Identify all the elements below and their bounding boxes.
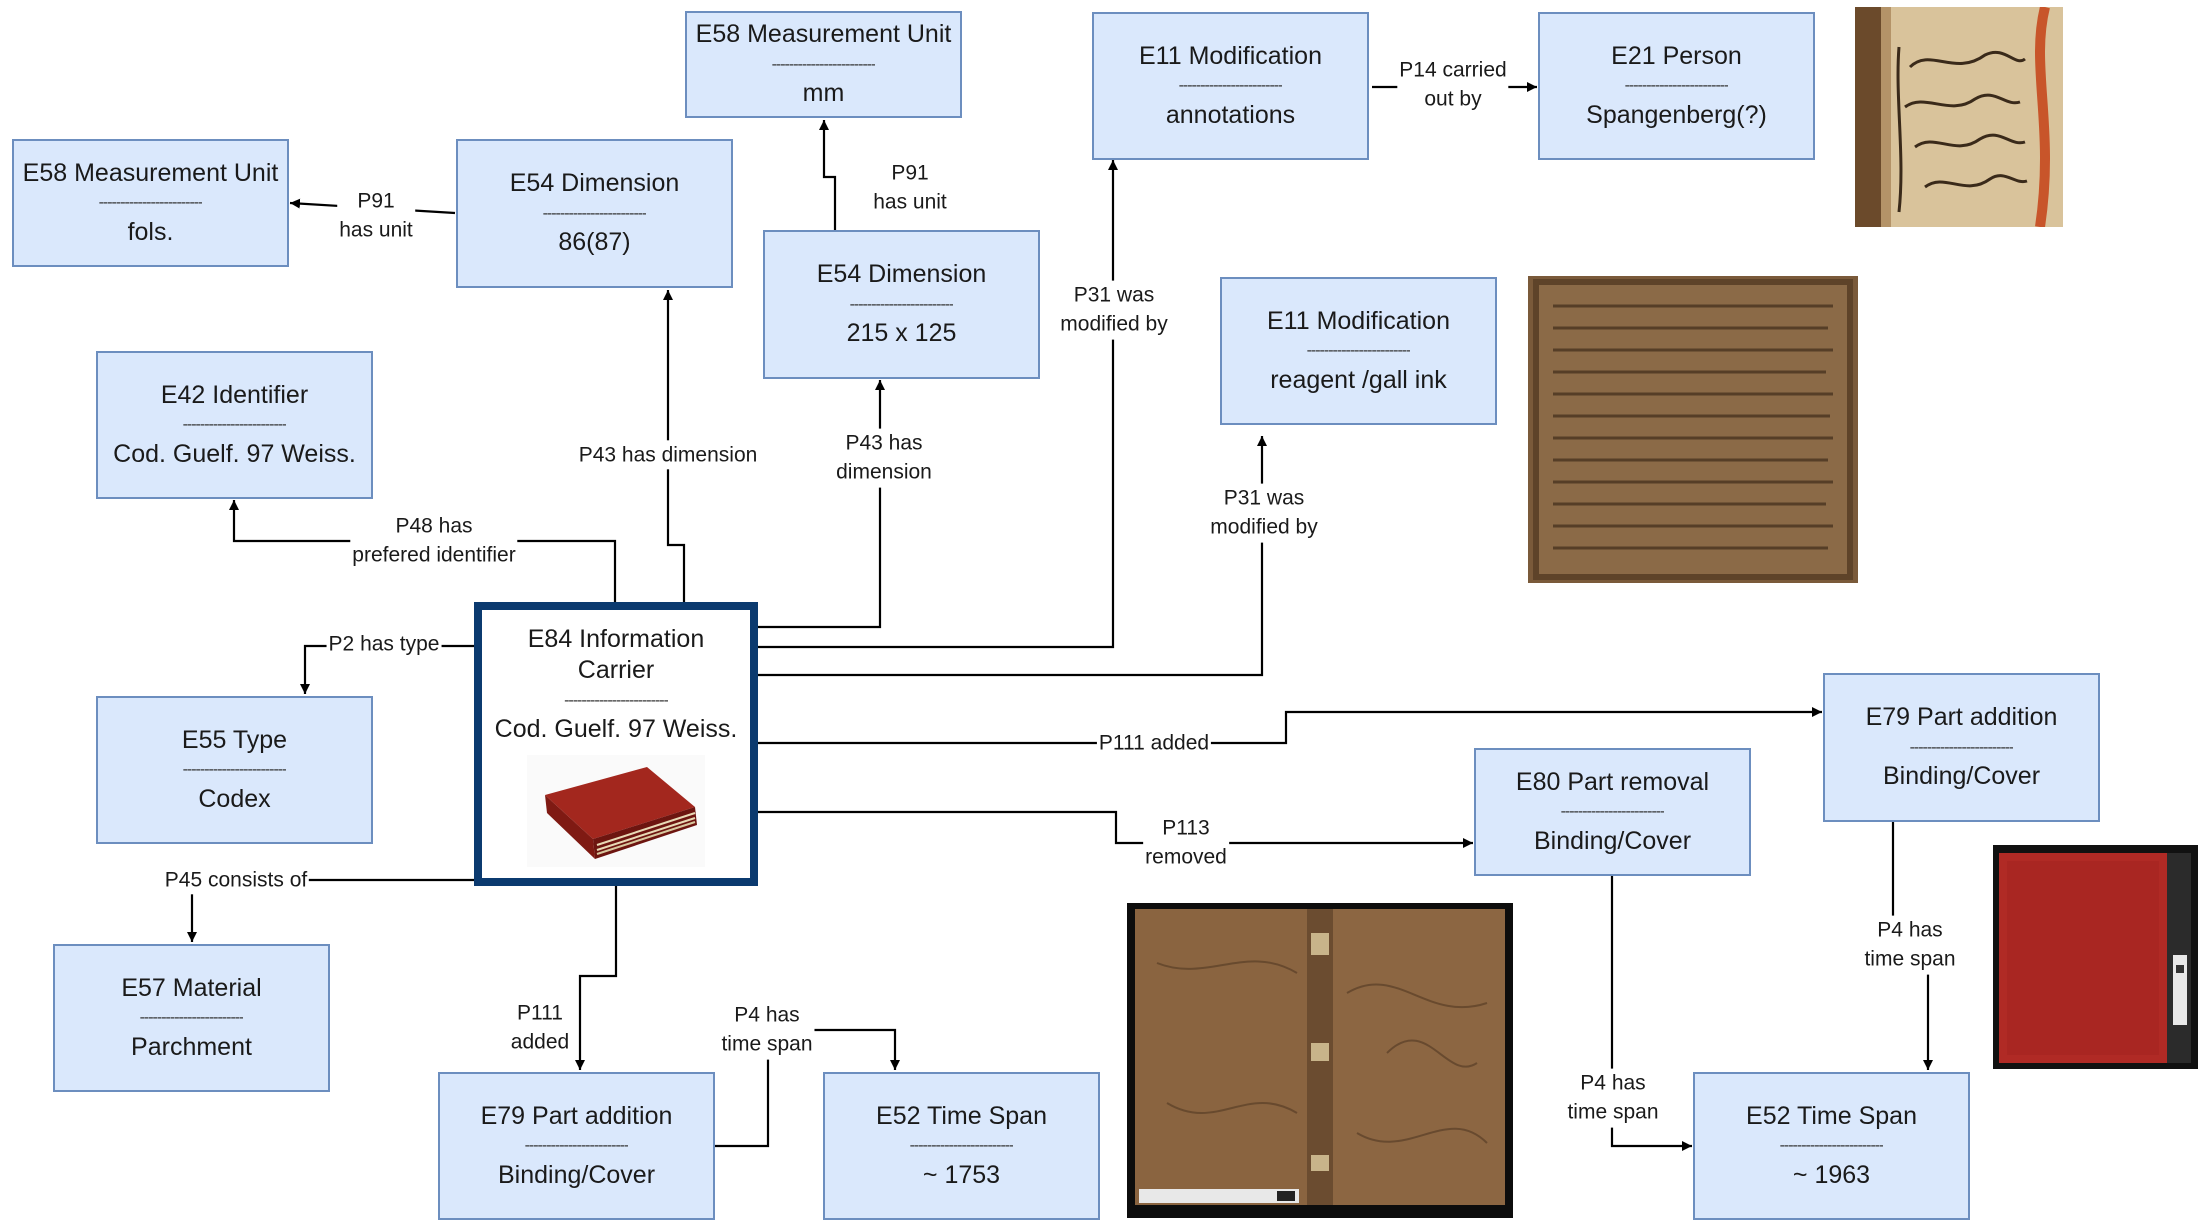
edge-label-p111-added: P111 added (1096, 728, 1212, 758)
node-value: mm (802, 79, 845, 108)
separator: ------------------------ (542, 204, 647, 222)
manuscript-page-photo (1528, 276, 1858, 583)
edge-p113 (758, 810, 1473, 848)
edge-p43-a (663, 290, 686, 602)
node-class: E52 Time Span (876, 1101, 1047, 1130)
node-part-addition-1753[interactable]: E79 Part addition ----------------------… (438, 1072, 715, 1220)
edge-label-p2: P2 has type (326, 629, 442, 659)
edge-label-p43-has-dimension: P43 has dimension (834, 428, 934, 488)
node-type-codex[interactable]: E55 Type ------------------------ Codex (96, 696, 373, 844)
node-value: ~ 1963 (1792, 1160, 1871, 1189)
separator: ------------------------ (182, 761, 287, 779)
node-value: annotations (1165, 100, 1296, 129)
node-class: E84 Information Carrier (527, 625, 705, 685)
node-class: E55 Type (181, 725, 288, 754)
edge-label-p113: P113 removed (1143, 813, 1229, 873)
node-value: 215 x 125 (846, 319, 957, 348)
separator: ------------------------ (524, 1137, 629, 1155)
separator: ------------------------ (849, 295, 954, 313)
node-value: Spangenberg(?) (1586, 100, 1767, 129)
node-material-parchment[interactable]: E57 Material ------------------------ Pa… (53, 944, 330, 1092)
codex-book-image (527, 755, 705, 868)
node-value: fols. (127, 217, 174, 246)
node-class: E57 Material (121, 973, 262, 1002)
node-information-carrier[interactable]: E84 Information Carrier ----------------… (474, 602, 758, 886)
node-measurement-unit-fols[interactable]: E58 Measurement Unit -------------------… (12, 139, 289, 267)
edge-p111-right (758, 707, 1822, 745)
node-value: ~ 1753 (922, 1160, 1001, 1189)
separator: ------------------------ (182, 416, 287, 434)
node-modification-reagent[interactable]: E11 Modification -----------------------… (1220, 277, 1497, 425)
separator: ------------------------ (1560, 803, 1665, 821)
node-part-addition-1963[interactable]: E79 Part addition ----------------------… (1823, 673, 2100, 822)
node-value: Cod. Guelf. 97 Weiss. (494, 715, 738, 744)
edge-p43-b (758, 380, 885, 629)
red-binding-photo (1993, 845, 2198, 1069)
separator: ------------------------ (1909, 738, 2014, 756)
node-class: E52 Time Span (1746, 1101, 1917, 1130)
node-class: E11 Modification (1267, 306, 1450, 335)
edge-label-p111-bottom: P111 added (508, 998, 572, 1058)
node-value: 86(87) (558, 228, 631, 257)
handwritten-annotation-photo (1855, 7, 2063, 227)
edge-label-p4-removal: P4 has time span (1565, 1068, 1661, 1128)
node-value: Parchment (131, 1032, 252, 1061)
edge-label-p43-dimension: P43 has dimension (576, 440, 760, 470)
edge-label-p31-annot: P31 was modified by (1058, 280, 1170, 340)
node-value: Binding/Cover (1533, 826, 1692, 855)
node-value: Cod. Guelf. 97 Weiss. (113, 439, 356, 468)
separator: ------------------------ (1779, 1137, 1884, 1155)
edge-p91-mm (819, 120, 837, 230)
node-person[interactable]: E21 Person ------------------------ Span… (1538, 12, 1815, 160)
edge-label-p48: P48 has prefered identifier (350, 511, 518, 571)
edge-p111-bottom (575, 886, 618, 1070)
edge-label-p91-mm: P91 has unit (871, 158, 949, 218)
edge-p4-removal (1610, 876, 1692, 1151)
node-class: E79 Part addition (480, 1101, 673, 1130)
node-part-removal[interactable]: E80 Part removal -----------------------… (1474, 748, 1751, 876)
node-value: Binding/Cover (1882, 762, 2041, 791)
node-class: E58 Measurement Unit (695, 20, 952, 49)
node-modification-annotations[interactable]: E11 Modification -----------------------… (1092, 12, 1369, 160)
edge-label-p4-1963: P4 has time span (1862, 915, 1958, 975)
node-measurement-unit-mm[interactable]: E58 Measurement Unit -------------------… (685, 11, 962, 118)
node-dimension-215x125[interactable]: E54 Dimension ------------------------ 2… (763, 230, 1040, 379)
edge-label-p4-1753: P4 has time span (719, 1000, 815, 1060)
edge-label-p45: P45 consists of (162, 865, 310, 895)
node-time-span-1963[interactable]: E52 Time Span ------------------------ ~… (1693, 1072, 1970, 1220)
edge-label-p31-reagent: P31 was modified by (1208, 483, 1320, 543)
separator: ------------------------ (98, 194, 203, 212)
node-class: E58 Measurement Unit (22, 158, 279, 187)
separator: ------------------------ (771, 55, 876, 73)
separator: ------------------------ (1178, 77, 1283, 95)
node-class: E54 Dimension (816, 260, 987, 289)
node-class: E80 Part removal (1515, 767, 1710, 796)
node-class: E79 Part addition (1865, 703, 2058, 732)
separator: ------------------------ (1624, 77, 1729, 95)
node-value: Binding/Cover (497, 1160, 656, 1189)
separator: ------------------------ (909, 1137, 1014, 1155)
node-class: E42 Identifier (160, 380, 309, 409)
old-binding-photo (1127, 903, 1513, 1218)
node-value: Codex (198, 784, 271, 813)
separator: ------------------------ (564, 691, 668, 709)
node-class: E21 Person (1611, 41, 1742, 70)
separator: ------------------------ (139, 1009, 244, 1027)
node-value: reagent /gall ink (1270, 365, 1447, 394)
node-dimension-8687[interactable]: E54 Dimension ------------------------ 8… (456, 139, 733, 288)
separator: ------------------------ (1306, 342, 1411, 360)
node-identifier[interactable]: E42 Identifier ------------------------ … (96, 351, 373, 499)
edge-label-p91-fols: P91 has unit (337, 186, 415, 246)
edge-label-p14: P14 carried out by (1397, 55, 1509, 115)
node-class: E11 Modification (1139, 41, 1322, 70)
node-time-span-1753[interactable]: E52 Time Span ------------------------ ~… (823, 1072, 1100, 1220)
node-class: E54 Dimension (509, 169, 680, 198)
